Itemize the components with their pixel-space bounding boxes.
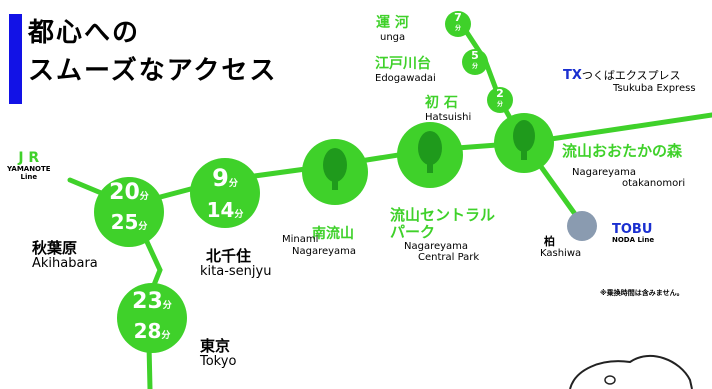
- minami-nagareyama-jp: 南流山: [312, 226, 354, 242]
- mascot-outline-icon: [569, 355, 693, 389]
- unga-label: 運 河 unga: [376, 12, 409, 43]
- kitasenju-label: 北千住 kita-senjyu: [200, 248, 271, 279]
- unga-minutes: 7 分: [454, 11, 462, 32]
- headline: 都心への スムーズなアクセス: [28, 14, 277, 90]
- tokyo-en: Tokyo: [200, 353, 237, 369]
- mascot-eye-icon: [604, 375, 616, 385]
- edogawadai-minute-circle: [462, 49, 488, 75]
- otakanomori-en1: Nagareyama: [572, 167, 637, 178]
- otakanomori-en2: otakanomori: [622, 178, 686, 189]
- central-park-en1: Nagareyama: [404, 241, 469, 252]
- headline-line2: スムーズなアクセス: [28, 56, 278, 86]
- edogawadai-minutes: 5 分: [471, 49, 479, 70]
- kitasenju-jr-time: 14分: [206, 198, 244, 222]
- tokyo-tx-time: 23分: [132, 289, 172, 314]
- kitasenju-time-circle: [190, 158, 260, 228]
- kashiwa-en: Kashiwa: [540, 248, 582, 260]
- hatsuishi-minutes: 2 分: [496, 87, 504, 108]
- akihabara-jp: 秋葉原: [32, 239, 78, 257]
- tokyo-jp: 東京: [200, 337, 231, 355]
- akihabara-times: 20分 25分: [94, 181, 164, 238]
- hatsuishi-label: 初 石 Hatsuishi: [425, 92, 471, 123]
- central-park-label: 流山セントラル パーク Nagareyama Central Park: [390, 206, 496, 264]
- akihabara-en: Akihabara: [32, 255, 98, 271]
- kashiwa-jp: 柏: [544, 235, 555, 248]
- hatsuishi-jp: 初 石: [425, 95, 458, 111]
- unga-en: unga: [380, 32, 406, 43]
- akihabara-time-circle: [94, 177, 164, 247]
- minami-nagareyama-marker: [302, 139, 368, 205]
- minami-nagareyama-en1: Minami: [282, 234, 319, 245]
- jr-line-name: YAMANOTE: [7, 165, 51, 173]
- kitasenju-en: kita-senjyu: [200, 263, 272, 279]
- tokyo-jr-time: 28分: [133, 319, 171, 343]
- kitasenju-tx-time: 9分: [212, 164, 238, 192]
- otakanomori-label: 流山おおたかの森 Nagareyama otakanomori: [562, 140, 685, 189]
- footnote: ※乗換時間は含みません。: [600, 289, 684, 297]
- tx-prefix: TX: [563, 68, 582, 83]
- akihabara-jr-time: 25分: [110, 210, 148, 234]
- kashiwa-station-marker: [567, 211, 597, 241]
- tobu-name: TOBU: [612, 222, 653, 237]
- central-park-jp1: 流山セントラル: [390, 206, 496, 224]
- headline-line1: 都心への: [28, 18, 141, 48]
- edogawadai-en: Edogawadai: [375, 73, 436, 84]
- tokyo-time-circle: [117, 283, 187, 353]
- tx-name-en: Tsukuba Express: [613, 83, 696, 94]
- unga-minute-circle: [445, 11, 471, 37]
- kitasenju-jp: 北千住: [206, 247, 252, 265]
- tokyo-times: 23分 28分: [117, 290, 187, 347]
- jr-logo: J R: [18, 150, 40, 166]
- kashiwa-label: 柏 Kashiwa: [540, 235, 582, 260]
- hatsuishi-en: Hatsuishi: [425, 112, 472, 123]
- central-park-jp2: パーク: [390, 223, 436, 241]
- minami-nagareyama-en2: Nagareyama: [292, 246, 357, 257]
- tobu-line: NODA Line: [612, 236, 655, 244]
- unga-jp: 運 河: [376, 15, 409, 31]
- otakanomori-jp: 流山おおたかの森: [562, 142, 683, 160]
- jr-yamanote-label: J R YAMANOTE Line: [7, 150, 51, 181]
- tx-label: TXつくばエクスプレス Tsukuba Express: [563, 64, 696, 94]
- akihabara-tx-time: 20分: [109, 180, 149, 205]
- tobu-label: TOBU NODA Line: [612, 222, 654, 245]
- edogawadai-label: 江戸川台 Edogawadai: [375, 53, 436, 84]
- tokyo-label: 東京 Tokyo: [200, 338, 236, 369]
- central-park-en2: Central Park: [418, 252, 480, 263]
- central-park-marker: [397, 122, 463, 188]
- kitasenju-times: 9分 14分: [190, 165, 260, 226]
- otakanomori-marker: [494, 113, 554, 173]
- edogawadai-jp: 江戸川台: [375, 56, 431, 72]
- route-tx-east: [521, 112, 712, 146]
- akihabara-label: 秋葉原 Akihabara: [32, 240, 98, 271]
- jr-line-suffix: Line: [20, 172, 38, 181]
- tx-name-jp: つくばエクスプレス: [581, 69, 681, 82]
- hatsuishi-minute-circle: [487, 87, 513, 113]
- headline-accent-bar: [9, 14, 22, 104]
